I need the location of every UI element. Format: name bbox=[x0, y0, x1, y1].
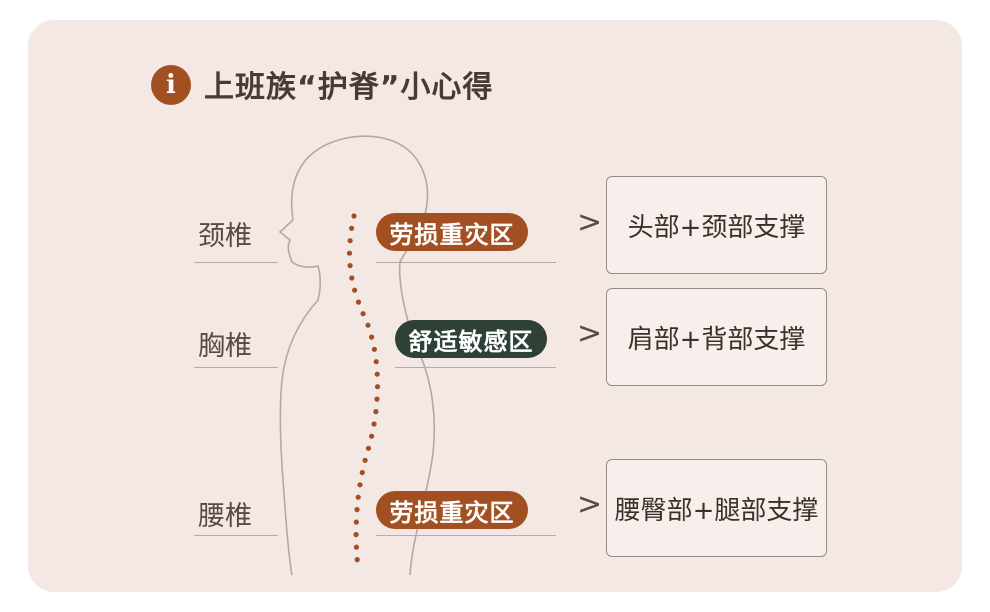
spine-dot bbox=[374, 384, 381, 390]
support-box-shoulder-back: 肩部+背部支撑 bbox=[606, 288, 827, 386]
spine-dot bbox=[346, 250, 353, 256]
spine-dot bbox=[360, 311, 366, 317]
underline-tag-cervical bbox=[376, 262, 556, 263]
underline-tag-lumbar bbox=[376, 535, 556, 536]
region-label-lumbar: 腰椎 bbox=[198, 501, 252, 532]
spine-dot bbox=[373, 409, 379, 415]
spine-dot bbox=[349, 225, 355, 231]
spine-dot bbox=[354, 557, 360, 563]
spine-dot bbox=[369, 334, 375, 340]
underline-tag-thoracic bbox=[395, 367, 556, 368]
underline-cervical bbox=[194, 262, 278, 263]
tag-lumbar: 劳损重灾区 bbox=[376, 491, 528, 529]
support-box-waist-leg: 腰臀部+腿部支撑 bbox=[606, 459, 827, 557]
spine-dotted-line bbox=[346, 213, 381, 563]
spine-dot bbox=[357, 482, 363, 488]
region-label-cervical: 颈椎 bbox=[198, 221, 252, 252]
front-torso-outline bbox=[279, 299, 319, 576]
region-label-thoracic: 胸椎 bbox=[198, 331, 252, 362]
chevron-right-icon: > bbox=[577, 487, 603, 522]
spine-dot bbox=[354, 507, 360, 513]
spine-dot bbox=[371, 346, 377, 352]
spine-dot bbox=[355, 494, 361, 500]
spine-dot bbox=[359, 469, 365, 476]
spine-dot bbox=[374, 396, 380, 402]
chevron-right-icon: > bbox=[577, 205, 603, 240]
spine-dot bbox=[365, 445, 372, 451]
spine-dot bbox=[355, 299, 362, 305]
tag-cervical: 劳损重灾区 bbox=[376, 213, 528, 251]
spine-dot bbox=[347, 263, 353, 269]
info-icon: i bbox=[151, 65, 191, 105]
spine-dot bbox=[374, 371, 380, 377]
spine-dot bbox=[352, 287, 358, 293]
spine-dot bbox=[373, 359, 379, 365]
spine-dot bbox=[371, 421, 377, 427]
spine-dot bbox=[369, 433, 375, 439]
spine-dot bbox=[353, 519, 359, 525]
spine-dot bbox=[353, 532, 359, 538]
tag-thoracic: 舒适敏感区 bbox=[395, 320, 547, 358]
spine-dot bbox=[353, 544, 359, 550]
page-title: 上班族“护脊”小心得 bbox=[204, 70, 494, 105]
spine-dot bbox=[349, 275, 355, 281]
chevron-right-icon: > bbox=[577, 316, 603, 351]
underline-lumbar bbox=[194, 535, 278, 536]
spine-dot bbox=[351, 213, 357, 219]
spine-dot bbox=[347, 238, 353, 244]
spine-dot bbox=[365, 322, 371, 328]
face-outline bbox=[278, 219, 322, 301]
spine-dot bbox=[362, 457, 368, 463]
underline-thoracic bbox=[194, 367, 278, 368]
support-box-head-neck: 头部+颈部支撑 bbox=[606, 176, 827, 274]
